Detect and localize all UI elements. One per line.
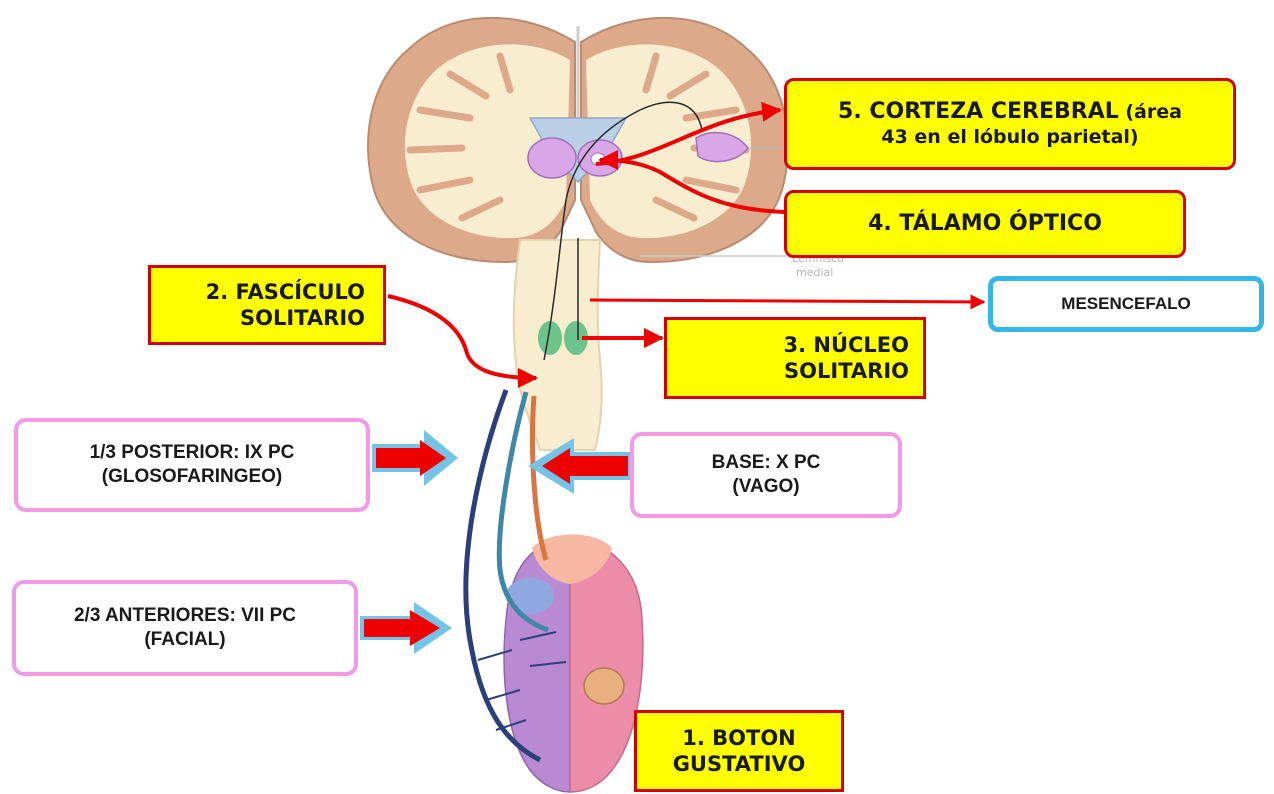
nucleo-line1: 3. NÚCLEO bbox=[667, 332, 909, 358]
base-line1: BASE: X PC bbox=[634, 451, 898, 475]
posterior-third-label: 1/3 POSTERIOR: IX PC (GLOSOFARINGEO) bbox=[14, 418, 370, 512]
boton-line2: GUSTATIVO bbox=[637, 751, 841, 777]
left-thalamus bbox=[528, 138, 576, 178]
corteza-line2: 43 en el lóbulo parietal) bbox=[787, 126, 1233, 150]
talamo-text: 4. TÁLAMO ÓPTICO bbox=[787, 210, 1183, 238]
nucleo-solitario-label: 3. NÚCLEO SOLITARIO bbox=[664, 317, 926, 399]
corteza-area: (área bbox=[1119, 101, 1182, 123]
corteza-line1: 5. CORTEZA CEREBRAL (área bbox=[787, 98, 1233, 126]
brain-coronal-section bbox=[368, 18, 790, 262]
fasciculo-line1: 2. FASCÍCULO bbox=[151, 279, 365, 305]
anteriores-label: 2/3 ANTERIORES: VII PC (FACIAL) bbox=[12, 580, 358, 676]
medial-faint-label: medial bbox=[796, 266, 833, 279]
anteriores-line1: 2/3 ANTERIORES: VII PC bbox=[16, 604, 354, 628]
talamo-optico-label: 4. TÁLAMO ÓPTICO bbox=[784, 190, 1186, 258]
corteza-cerebral-label: 5. CORTEZA CEREBRAL (área 43 en el lóbul… bbox=[784, 78, 1236, 170]
anteriores-line2: (FACIAL) bbox=[16, 628, 354, 652]
mesencefalo-label: MESENCEFALO bbox=[988, 276, 1264, 332]
posterior-line1: 1/3 POSTERIOR: IX PC bbox=[18, 441, 366, 465]
block-arrow-posterior bbox=[372, 430, 458, 486]
mesencefalo-text: MESENCEFALO bbox=[993, 293, 1259, 314]
fasciculo-solitario-label: 2. FASCÍCULO SOLITARIO bbox=[148, 265, 386, 345]
boton-line1: 1. BOTON bbox=[637, 725, 841, 751]
fasciculo-line2: SOLITARIO bbox=[151, 305, 365, 331]
boton-gustativo-label: 1. BOTON GUSTATIVO bbox=[634, 710, 844, 792]
base-line2: (VAGO) bbox=[634, 475, 898, 499]
base-label: BASE: X PC (VAGO) bbox=[630, 432, 902, 518]
corteza-title: 5. CORTEZA CEREBRAL bbox=[838, 99, 1119, 124]
arrow-to-mesencefalo bbox=[590, 300, 984, 302]
nucleo-line2: SOLITARIO bbox=[667, 358, 909, 384]
taste-bud-detail bbox=[584, 668, 624, 704]
posterior-line2: (GLOSOFARINGEO) bbox=[18, 465, 366, 489]
block-arrow-anteriores bbox=[360, 602, 452, 654]
